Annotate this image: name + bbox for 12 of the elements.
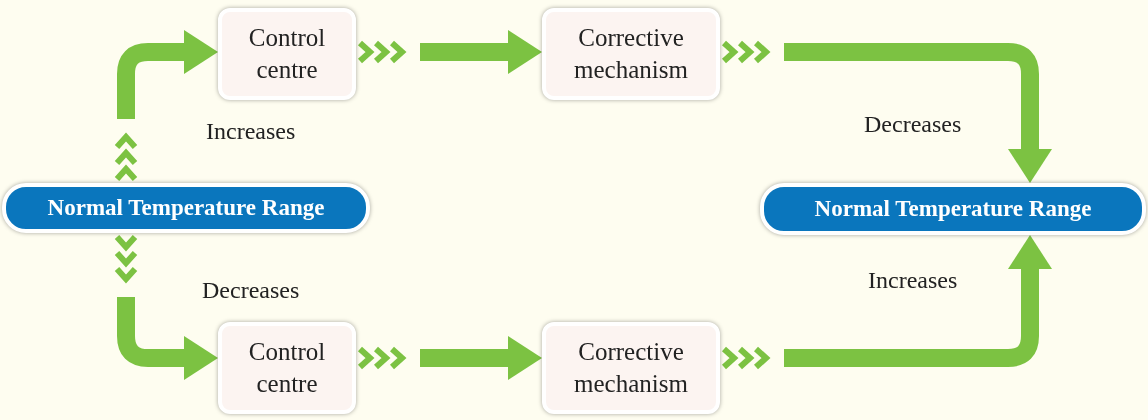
process-box: Control centre	[218, 8, 356, 100]
range-pill: Normal Temperature Range	[2, 183, 370, 233]
range-pill: Normal Temperature Range	[760, 183, 1146, 235]
process-box: Corrective mechanism	[542, 8, 720, 100]
arrow	[114, 233, 218, 380]
arrow	[114, 30, 218, 183]
arrow	[720, 40, 1052, 183]
process-box: Corrective mechanism	[542, 322, 720, 414]
arrow	[356, 336, 542, 380]
arrow	[720, 235, 1052, 370]
process-box: Control centre	[218, 322, 356, 414]
arrow	[356, 30, 542, 74]
